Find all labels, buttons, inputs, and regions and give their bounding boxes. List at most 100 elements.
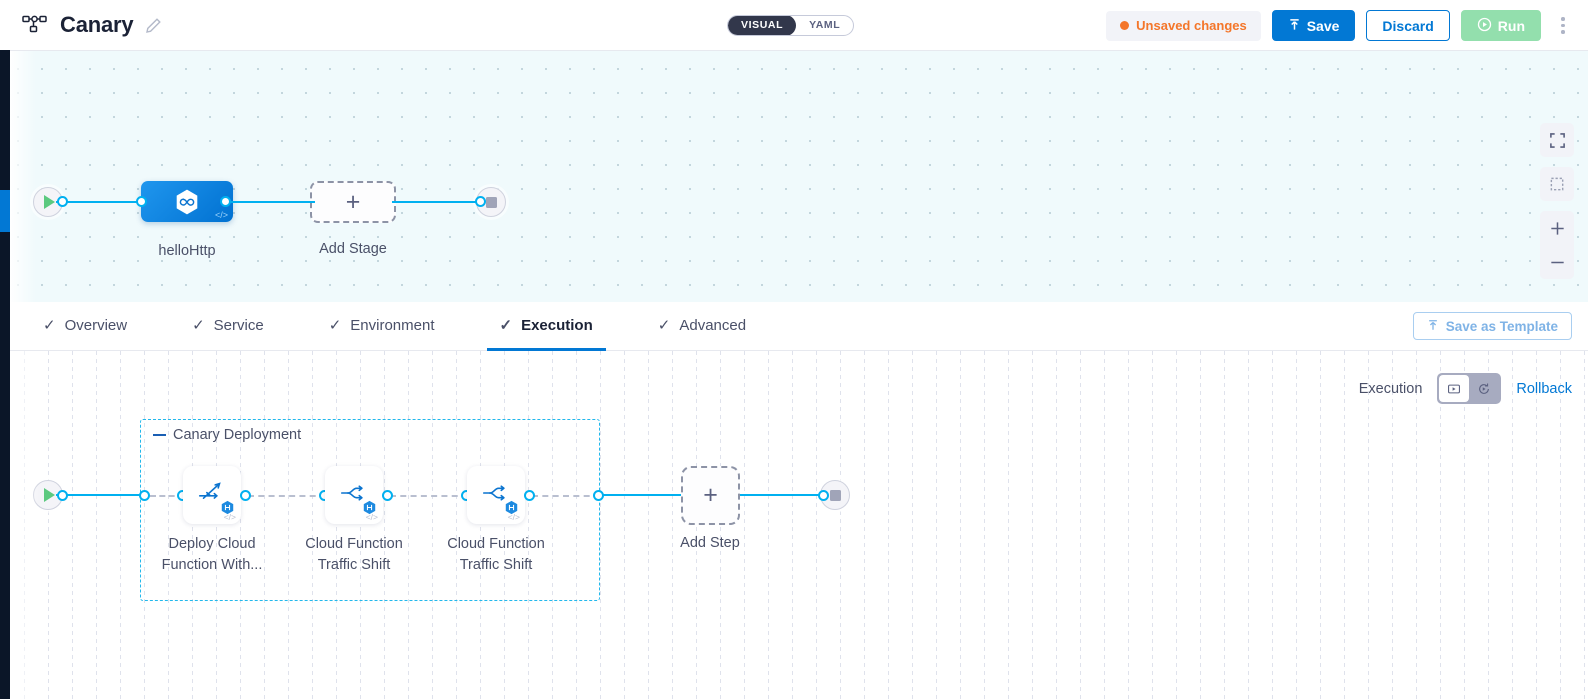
step-label-line1: Deploy Cloud: [168, 536, 256, 552]
rollback-view-icon[interactable]: [1469, 375, 1499, 402]
edge-step2-to-step3: [390, 495, 468, 497]
execution-label: Execution: [1358, 380, 1423, 397]
port-stage-in[interactable]: [136, 196, 147, 207]
template-upload-icon: [1427, 319, 1439, 334]
app-header: Canary VISUAL YAML Unsaved changes: [0, 0, 1588, 51]
tab-yaml[interactable]: YAML: [809, 19, 841, 31]
port-end-in[interactable]: [475, 196, 486, 207]
traffic-shift-icon: [480, 477, 512, 514]
plus-icon: +: [345, 187, 361, 216]
tab-environment[interactable]: ✓ Environment: [316, 302, 448, 351]
execution-view-icon[interactable]: [1439, 375, 1470, 402]
stage-code-tag: </>: [214, 210, 228, 220]
discard-button[interactable]: Discard: [1366, 10, 1450, 41]
step-node-deploy-cloud-function[interactable]: </>: [183, 466, 241, 524]
execution-canvas[interactable]: Execution Rollback: [0, 351, 1588, 699]
execution-rollback-toggle[interactable]: [1437, 373, 1502, 404]
tab-service-label: Service: [213, 316, 264, 334]
fit-screen-icon[interactable]: [1540, 123, 1574, 157]
stage-node-hellohttp[interactable]: </>: [141, 181, 233, 222]
stop-icon: [829, 489, 841, 501]
selection-box-icon[interactable]: [1540, 167, 1574, 201]
stage-label-hellohttp: helloHttp: [158, 243, 216, 259]
kebab-menu-icon[interactable]: [1552, 10, 1574, 41]
left-rail-active-indicator: [0, 190, 10, 232]
step-label-deploy-cloud-function: Deploy Cloud Function With...: [147, 534, 277, 576]
edge-addstep-to-end: [740, 494, 824, 497]
run-button[interactable]: Run: [1460, 10, 1541, 41]
add-stage-label: Add Stage: [319, 241, 387, 257]
tab-list: ✓ Overview ✓ Service ✓ Environment ✓ Exe…: [30, 302, 798, 351]
edge-addstage-to-end: [392, 201, 484, 204]
unsaved-dot-icon: [1120, 21, 1130, 30]
harness-hex-badge: [504, 500, 519, 515]
plus-icon: +: [703, 481, 718, 509]
play-icon: [44, 488, 55, 502]
step-label-line2: Function With...: [161, 557, 263, 573]
hexagon-infinity-icon: [173, 188, 201, 216]
canvas-controls: [1540, 123, 1574, 279]
stage-canvas[interactable]: </> helloHttp + Add Stage: [0, 51, 1588, 302]
step-label-traffic-shift-2: Cloud Function Traffic Shift: [431, 534, 561, 576]
add-stage-button[interactable]: +: [310, 181, 396, 223]
port-step1-out[interactable]: [240, 490, 251, 501]
execution-toolbar: Execution Rollback: [1359, 373, 1572, 404]
rollback-link[interactable]: Rollback: [1516, 380, 1572, 397]
edge-stage-to-addstage: [225, 201, 315, 204]
tab-execution-label: Execution: [521, 316, 593, 334]
unsaved-label: Unsaved changes: [1136, 18, 1247, 33]
port-group-in[interactable]: [139, 490, 150, 501]
tab-advanced-label: Advanced: [679, 316, 747, 334]
check-icon: ✓: [192, 317, 205, 334]
status-badge-unsaved: Unsaved changes: [1106, 10, 1261, 41]
step-node-traffic-shift-1[interactable]: </>: [325, 466, 383, 524]
edge-start-to-stage: [56, 201, 146, 204]
step-group-title: Canary Deployment: [153, 427, 301, 443]
check-icon: ✓: [657, 317, 671, 334]
check-icon: ✓: [499, 317, 513, 334]
collapse-dash-icon[interactable]: [153, 433, 166, 437]
execution-canvas-left-fade: [10, 351, 40, 699]
play-icon: [44, 195, 55, 209]
tab-service[interactable]: ✓ Service: [179, 302, 277, 351]
header-left-group: Canary: [0, 12, 162, 38]
pipeline-icon: [22, 14, 48, 36]
harness-hex-badge: [362, 500, 377, 515]
port-step3-out[interactable]: [524, 490, 535, 501]
tab-environment-label: Environment: [350, 316, 435, 334]
tab-execution[interactable]: ✓ Execution: [486, 302, 606, 351]
edge-step3-to-group-exit: [532, 495, 600, 497]
run-play-icon: [1477, 17, 1492, 35]
canvas-left-fade: [10, 51, 36, 302]
step-group-canary-deployment[interactable]: [140, 419, 600, 601]
port-group-out[interactable]: [593, 490, 604, 501]
port-start-out[interactable]: [57, 196, 68, 207]
step-node-traffic-shift-2[interactable]: </>: [467, 466, 525, 524]
view-mode-toggle[interactable]: VISUAL YAML: [727, 15, 855, 36]
step-label-line2: Traffic Shift: [459, 557, 533, 573]
port-exec-end-in[interactable]: [818, 490, 829, 501]
save-as-template-button[interactable]: Save as Template: [1412, 312, 1572, 340]
edit-pencil-icon[interactable]: [145, 17, 162, 34]
step-label-traffic-shift-1: Cloud Function Traffic Shift: [289, 534, 419, 576]
step-label-line1: Cloud Function: [447, 536, 545, 552]
add-step-button[interactable]: +: [681, 466, 740, 525]
tab-visual[interactable]: VISUAL: [728, 16, 797, 35]
tab-advanced[interactable]: ✓ Advanced: [645, 302, 759, 351]
edge-group-entry-dashed: [150, 495, 184, 497]
stop-icon: [485, 196, 497, 208]
save-button[interactable]: Save: [1271, 10, 1356, 41]
zoom-out-icon[interactable]: [1540, 245, 1574, 279]
edge-exec-start-to-group: [56, 494, 146, 497]
port-exec-start-out[interactable]: [57, 490, 68, 501]
port-step2-out[interactable]: [382, 490, 393, 501]
zoom-in-icon[interactable]: [1540, 211, 1574, 245]
tab-overview-label: Overview: [64, 316, 128, 334]
harness-hex-badge: [220, 500, 235, 515]
step-code-tag: </>: [223, 512, 236, 522]
tab-overview[interactable]: ✓ Overview: [30, 302, 140, 351]
check-icon: ✓: [328, 317, 342, 334]
traffic-shift-icon: [338, 477, 370, 514]
port-stage-out[interactable]: [220, 196, 231, 207]
save-upload-icon: [1288, 18, 1301, 34]
